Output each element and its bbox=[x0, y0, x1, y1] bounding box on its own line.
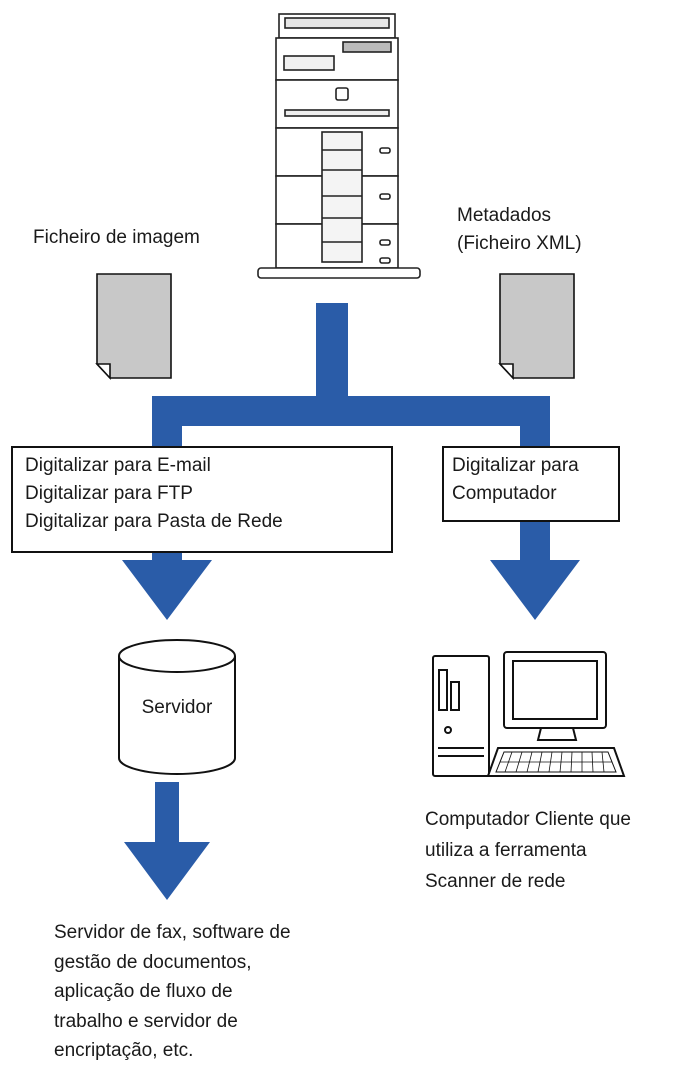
client-line: Scanner de rede bbox=[425, 871, 566, 892]
arrow-down-icon bbox=[124, 782, 210, 900]
destination-line: trabalho e servidor de bbox=[54, 1010, 238, 1032]
printer-icon bbox=[257, 13, 421, 279]
scan-method-item: Digitalizar para E-mail bbox=[25, 455, 211, 476]
server-cylinder-icon bbox=[118, 639, 236, 775]
metadata-label: Metadados (Ficheiro XML) bbox=[457, 202, 582, 258]
document-icon bbox=[498, 273, 575, 381]
scan-method-item: Digitalizar para FTP bbox=[25, 483, 193, 504]
destination-line: Servidor de fax, software de bbox=[54, 922, 291, 943]
client-line: Computador Cliente que bbox=[425, 809, 631, 830]
document-icon bbox=[95, 273, 172, 381]
server-label: Servidor bbox=[141, 697, 213, 718]
image-file-label: Ficheiro de imagem bbox=[33, 227, 200, 248]
scan-methods-right-box: Digitalizar para Computador bbox=[442, 446, 620, 522]
scan-method-item: Computador bbox=[452, 483, 557, 504]
destination-line: gestão de documentos, bbox=[54, 951, 252, 973]
client-line: utiliza a ferramenta bbox=[425, 840, 587, 861]
metadata-line: Metadados bbox=[457, 205, 552, 226]
destination-line: aplicação de fluxo de bbox=[54, 981, 233, 1002]
desktop-computer-icon bbox=[432, 651, 626, 777]
scan-method-item: Digitalizar para Pasta de Rede bbox=[25, 511, 283, 532]
scan-method-item: Digitalizar para bbox=[452, 455, 579, 476]
scan-methods-left-box: Digitalizar para E-mail Digitalizar para… bbox=[11, 446, 393, 553]
metadata-line: (Ficheiro XML) bbox=[457, 233, 582, 254]
arrow-down-icon bbox=[122, 550, 212, 620]
destinations-label: Servidor de fax, software de gestão de d… bbox=[54, 918, 291, 1066]
client-computer-label: Computador Cliente que utiliza a ferrame… bbox=[425, 804, 631, 897]
arrow-down-icon bbox=[490, 550, 580, 620]
destination-line: encriptação, etc. bbox=[54, 1040, 194, 1061]
